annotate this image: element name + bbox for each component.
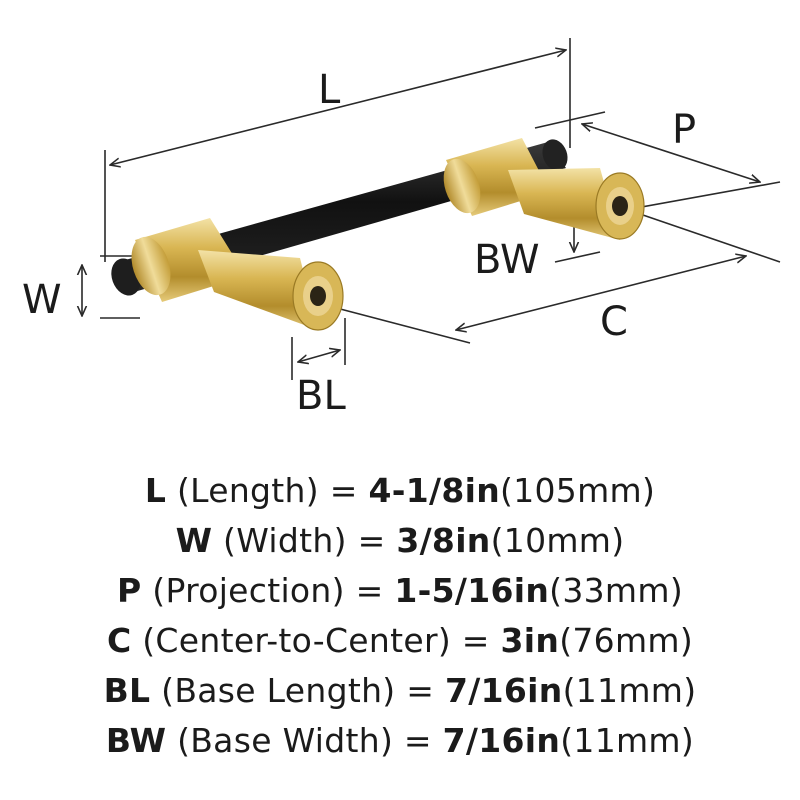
right-screw-hole-icon (612, 196, 628, 216)
label-BL: BL (296, 373, 346, 419)
spec-length: L (Length) = 4-1/8in(105mm) (0, 466, 800, 516)
dim-arrow-L (110, 50, 566, 165)
left-screw-hole-icon (310, 286, 326, 306)
spec-base-length: BL (Base Length) = 7/16in(11mm) (0, 666, 800, 716)
spec-name: (Base Width) = (166, 721, 443, 760)
spec-metric: (10mm) (490, 521, 625, 560)
left-post (131, 218, 344, 331)
spec-symbol: L (144, 471, 167, 510)
spec-center-to-center: C (Center-to-Center) = 3in(76mm) (0, 616, 800, 666)
handle-dimension-diagram: L P W BW C BL (22, 38, 781, 419)
spec-imperial: 1-5/16in (394, 571, 550, 610)
dim-arrow-BL (298, 350, 340, 362)
spec-base-width: BW (Base Width) = 7/16in(11mm) (0, 716, 800, 766)
spec-symbol: W (175, 521, 213, 560)
spec-projection: P (Projection) = 1-5/16in(33mm) (0, 566, 800, 616)
spec-symbol: BL (103, 671, 151, 710)
spec-name: (Base Length) = (150, 671, 446, 710)
spec-symbol: C (106, 621, 132, 660)
dim-arrow-P (582, 124, 760, 182)
label-BW: BW (474, 237, 540, 283)
spec-metric: (33mm) (549, 571, 683, 610)
label-L: L (318, 67, 341, 113)
spec-metric: (105mm) (500, 471, 656, 510)
spec-metric: (11mm) (560, 721, 695, 760)
spec-imperial: 4-1/8in (368, 471, 501, 510)
spec-metric: (11mm) (562, 671, 697, 710)
spec-symbol: BW (105, 721, 167, 760)
spec-imperial: 7/16in (445, 671, 563, 710)
spec-imperial: 3/8in (396, 521, 491, 560)
spec-name: (Length) = (166, 471, 369, 510)
spec-name: (Center-to-Center) = (131, 621, 501, 660)
spec-symbol: P (116, 571, 142, 610)
label-P: P (672, 107, 696, 153)
spec-imperial: 3in (500, 621, 560, 660)
spec-name: (Width) = (212, 521, 397, 560)
spec-width: W (Width) = 3/8in(10mm) (0, 516, 800, 566)
extension-lines (100, 38, 781, 380)
right-post (443, 138, 645, 240)
dim-arrow-C (456, 256, 746, 330)
spec-metric: (76mm) (559, 621, 694, 660)
label-C: C (600, 299, 628, 345)
label-W: W (22, 277, 62, 323)
spec-list: L (Length) = 4-1/8in(105mm) W (Width) = … (0, 466, 800, 766)
spec-name: (Projection) = (141, 571, 395, 610)
spec-imperial: 7/16in (442, 721, 561, 760)
